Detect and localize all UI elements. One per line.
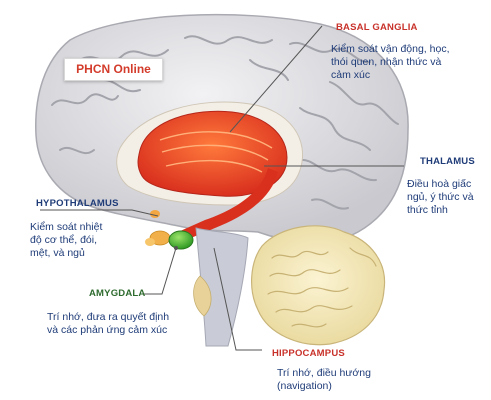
hypothalamus-title: HYPOTHALAMUS	[36, 198, 119, 209]
hypothalamus-description: Kiểm soát nhiệt độ cơ thể, đói, mệt, và …	[30, 221, 102, 260]
amygdala-description: Trí nhớ, đưa ra quyết định và các phản ứ…	[47, 311, 169, 337]
hippocampus-description: Trí nhớ, điều hướng (navigation)	[277, 367, 371, 393]
amygdala	[168, 230, 194, 250]
basal-ganglia-title: BASAL GANGLIA	[336, 22, 418, 33]
hypothalamus-line-3: mệt, và ngủ	[30, 247, 85, 259]
basal-ganglia-stripes	[159, 131, 273, 173]
cortex-folds	[51, 35, 399, 210]
hippocampus-line-2: (navigation)	[277, 380, 332, 392]
thalamus-line-3: thức tỉnh	[407, 204, 448, 216]
basal-ganglia-description: Kiểm soát vận động, học, thói quen, nhận…	[331, 43, 450, 82]
thalamus-title: THALAMUS	[420, 156, 475, 167]
hypothalamus-line-1: Kiểm soát nhiệt	[30, 221, 103, 233]
hippocampus-line-1: Trí nhớ, điều hướng	[277, 367, 371, 379]
thalamus-line-1: Điều hoà giấc	[407, 178, 472, 190]
basal-ganglia-line-1: Kiểm soát vận động, học,	[331, 43, 450, 55]
hippocampus-folds	[267, 247, 377, 328]
hypothalamus	[145, 210, 171, 246]
amygdala-leader-dot	[174, 246, 178, 250]
hypothalamus-line-2: độ cơ thể, đói,	[30, 234, 98, 246]
medulla-bulge	[193, 275, 212, 317]
thalamus-tract	[178, 168, 278, 240]
hippocampus-title: HIPPOCAMPUS	[272, 348, 345, 359]
leader-lines	[40, 25, 404, 351]
thalamus-description: Điều hoà giấc ngủ, ý thức và thức tỉnh	[407, 178, 474, 217]
amygdala-line-1: Trí nhớ, đưa ra quyết định	[47, 311, 170, 323]
amygdala-title: AMYGDALA	[89, 288, 146, 299]
basal-ganglia-line-2: thói quen, nhận thức và	[331, 56, 442, 68]
basal-ganglia-line-3: cảm xúc	[331, 69, 371, 81]
thalamus-line-2: ngủ, ý thức và	[407, 191, 474, 203]
watermark-logo: PHCN Online	[64, 58, 163, 81]
amygdala-line-2: và các phản ứng cảm xúc	[47, 324, 168, 336]
